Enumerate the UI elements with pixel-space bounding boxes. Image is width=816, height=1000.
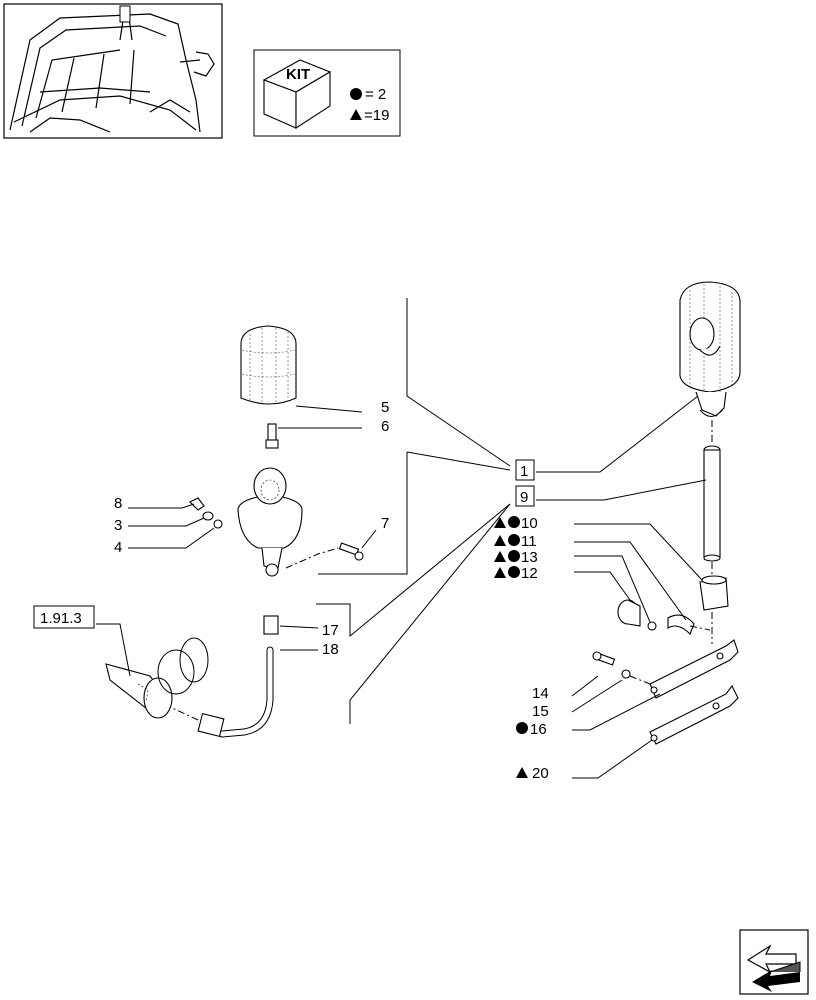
circle-mark-icon — [508, 516, 520, 528]
reference-label-1-91-3[interactable]: 1.91.3 — [40, 610, 82, 627]
previous-page-arrow-icon[interactable] — [739, 929, 809, 995]
part-label-20[interactable]: 20 — [532, 765, 549, 782]
part-label-11[interactable]: 11 — [521, 533, 537, 550]
circle-mark-icon — [508, 550, 520, 562]
kit-box-icon: KIT — [262, 59, 332, 130]
triangle-mark-icon — [494, 517, 506, 528]
part-label-1[interactable]: 1 — [520, 463, 528, 480]
triangle-mark-icon — [516, 767, 528, 778]
part-labels: 1 9 10 11 13 12 5 6 8 3 4 7 1.91.3 17 18… — [33, 399, 549, 782]
part-label-14[interactable]: 14 — [532, 685, 549, 702]
kit-label: KIT — [286, 66, 310, 83]
triangle-mark-icon — [494, 551, 506, 562]
part-label-5[interactable]: 5 — [381, 399, 389, 416]
triangle-mark-icon — [494, 567, 506, 578]
group-bracket-lines — [316, 298, 707, 724]
kit-legend: KIT = 2 =19 — [253, 49, 401, 137]
part-label-16[interactable]: 16 — [530, 721, 547, 738]
cable-and-plug — [105, 615, 279, 738]
circle-mark-icon — [508, 566, 520, 578]
leader-lines — [96, 405, 703, 779]
circle-symbol-icon — [350, 88, 362, 100]
part-label-13[interactable]: 13 — [521, 549, 538, 566]
part-label-6[interactable]: 6 — [381, 418, 389, 435]
part-label-4[interactable]: 4 — [114, 539, 122, 556]
part-label-17[interactable]: 17 — [322, 622, 339, 639]
triangle-symbol-icon — [350, 109, 362, 120]
part-label-10[interactable]: 10 — [521, 515, 538, 532]
part-label-7[interactable]: 7 — [381, 515, 389, 532]
part-label-15[interactable]: 15 — [532, 703, 549, 720]
part-label-3[interactable]: 3 — [114, 517, 122, 534]
part-label-18[interactable]: 18 — [322, 641, 339, 658]
triangle-mark-icon — [494, 535, 506, 546]
legend-circle-text: = 2 — [365, 86, 386, 103]
part-label-12[interactable]: 12 — [521, 565, 538, 582]
beacon-assembly-left — [189, 325, 364, 577]
part-label-9[interactable]: 9 — [520, 489, 528, 506]
part-label-8[interactable]: 8 — [114, 495, 122, 512]
tractor-cab-thumbnail-icon — [3, 3, 223, 139]
circle-mark-icon — [516, 722, 528, 734]
legend-triangle-text: =19 — [364, 107, 389, 124]
beacon-assembly-right — [592, 281, 741, 745]
circle-mark-icon — [508, 534, 520, 546]
